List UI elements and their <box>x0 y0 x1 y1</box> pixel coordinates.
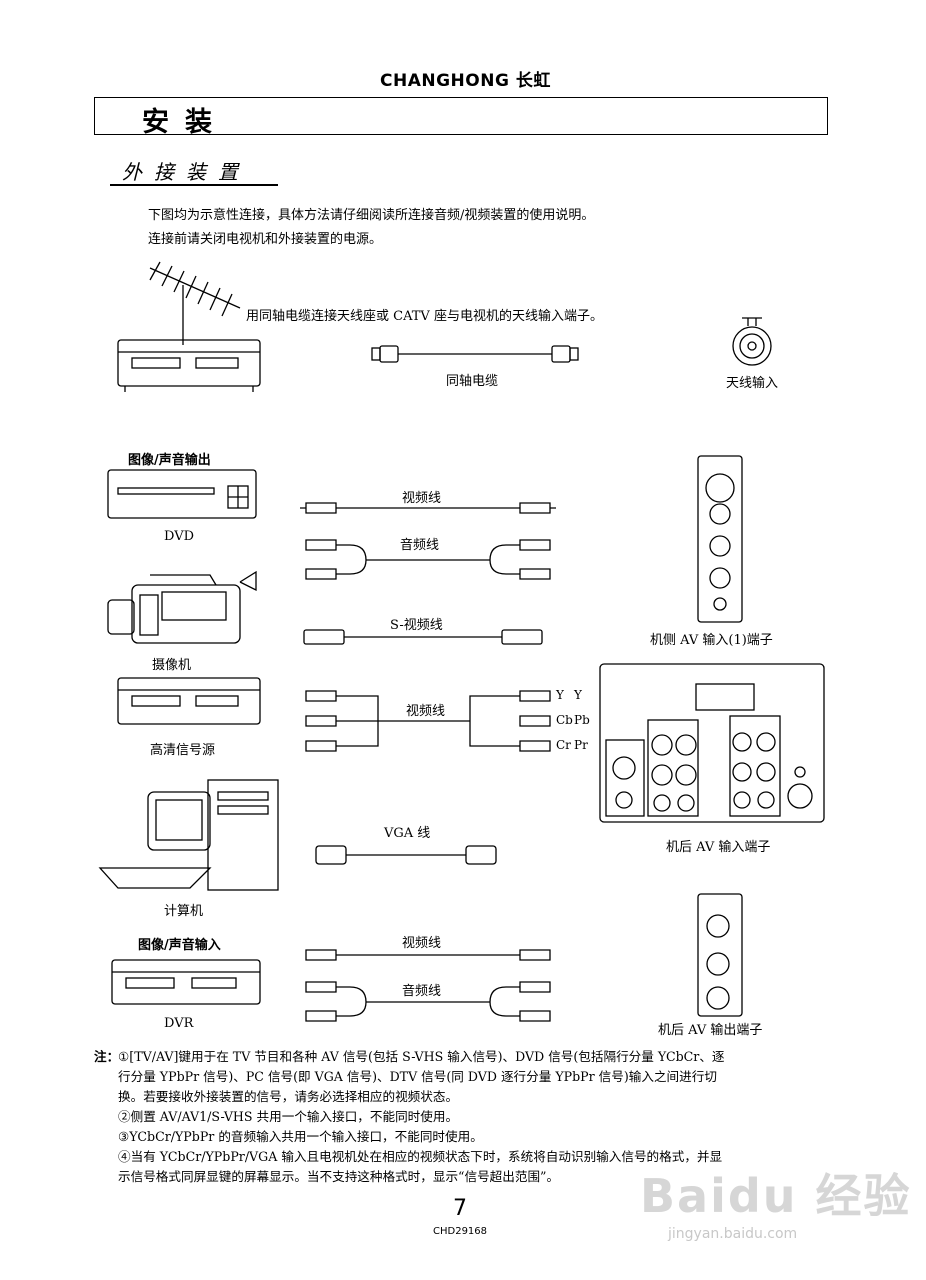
note-4-line-1: ④当有 YCbCr/YPbPr/VGA 输入且电视机处在相应的视频状态下时，系统… <box>118 1149 723 1164</box>
video-cable-dvr-icon <box>305 949 551 961</box>
dvd-player-icon <box>107 469 257 519</box>
antenna-input-label: 天线输入 <box>726 376 779 391</box>
coaxial-cable-label: 同轴电缆 <box>446 374 499 389</box>
audio-cable-dvr-label: 音频线 <box>402 984 442 999</box>
watermark-url: jingyan.baidu.com <box>668 1226 798 1242</box>
computer-icon <box>98 779 279 891</box>
dvr-device-icon <box>111 959 261 1005</box>
video-cable-icon <box>300 502 556 514</box>
av-output-title: 图像/声音输出 <box>128 453 211 468</box>
video-cable-label: 视频线 <box>402 491 442 506</box>
note-1-line-1: ①[TV/AV]键用于在 TV 节目和各种 AV 信号(包括 S-VHS 输入信… <box>118 1049 725 1064</box>
dvr-label: DVR <box>164 1016 194 1031</box>
rear-av-label: 机后 AV 输入端子 <box>666 840 771 855</box>
camcorder-label: 摄像机 <box>152 658 192 673</box>
rear-out-label: 机后 AV 输出端子 <box>658 1023 763 1038</box>
section-box <box>94 97 828 135</box>
watermark-logo: Baidu 经验 <box>640 1169 912 1223</box>
vga-cable-label: VGA 线 <box>384 826 431 841</box>
note-4-line-2: 示信号格式同屏显键的屏幕显示。当不支持这种格式时，显示“信号超出范围”。 <box>118 1169 560 1184</box>
subsection-title: 外接装置 <box>122 160 250 184</box>
side-av-label: 机侧 AV 输入(1)端子 <box>650 633 773 648</box>
signal-cr-label: Cr <box>556 738 571 752</box>
rear-out-panel-icon <box>697 893 743 1017</box>
component-cable-icon <box>305 690 551 752</box>
note-1-line-3: 换。若要接收外接装置的信号，请务必选择相应的视频状态。 <box>118 1089 459 1104</box>
antenna-instruction: 用同轴电缆连接天线座或 CATV 座与电视机的天线输入端子。 <box>246 309 603 324</box>
av-input-title: 图像/声音输入 <box>138 938 221 953</box>
signal-y-label: Y <box>556 688 564 702</box>
vcr-device-icon <box>117 339 261 392</box>
hd-source-icon <box>117 677 261 725</box>
signal-pb-label: Pb <box>574 713 590 727</box>
section-title: 安装 <box>142 107 228 138</box>
component-cable-label: 视频线 <box>406 704 446 719</box>
subsection-underline <box>110 184 278 186</box>
signal-pr-label: Pr <box>574 738 588 752</box>
antenna-input-jack-icon <box>732 317 772 366</box>
page-number: 7 <box>453 1196 467 1221</box>
rear-av-panel-icon <box>599 663 825 823</box>
antenna-icon <box>149 261 241 345</box>
dvd-label: DVD <box>164 529 195 544</box>
audio-cable-icon <box>305 539 551 580</box>
svideo-cable-label: S-视频线 <box>390 618 443 633</box>
signal-y2-label: Y <box>574 688 582 702</box>
coaxial-cable-icon <box>371 345 579 363</box>
svideo-cable-icon <box>303 629 543 645</box>
camcorder-icon <box>107 570 257 644</box>
note-2: ②侧置 AV/AV1/S-VHS 共用一个输入接口，不能同时使用。 <box>118 1109 459 1124</box>
computer-label: 计算机 <box>164 904 204 919</box>
notes-prefix: 注： <box>94 1049 120 1064</box>
side-av-panel-icon <box>697 455 743 623</box>
audio-cable-label: 音频线 <box>400 538 440 553</box>
intro-line-2: 连接前请关闭电视机和外接装置的电源。 <box>148 232 383 247</box>
vga-cable-icon <box>315 845 497 865</box>
intro-line-1: 下图均为示意性连接，具体方法请仔细阅读所连接音频/视频装置的使用说明。 <box>148 208 595 223</box>
video-cable-dvr-label: 视频线 <box>402 936 442 951</box>
note-1-line-2: 行分量 YPbPr 信号)、PC 信号(即 VGA 信号)、DTV 信号(同 D… <box>118 1069 717 1084</box>
audio-cable-dvr-icon <box>305 981 551 1022</box>
model-number: CHD29168 <box>433 1226 488 1237</box>
brand-logo: CHANGHONG 长虹 <box>380 71 551 91</box>
signal-cb-label: Cb <box>556 713 573 727</box>
note-3: ③YCbCr/YPbPr 的音频输入共用一个输入接口，不能同时使用。 <box>118 1129 483 1144</box>
hd-source-label: 高清信号源 <box>150 743 216 758</box>
